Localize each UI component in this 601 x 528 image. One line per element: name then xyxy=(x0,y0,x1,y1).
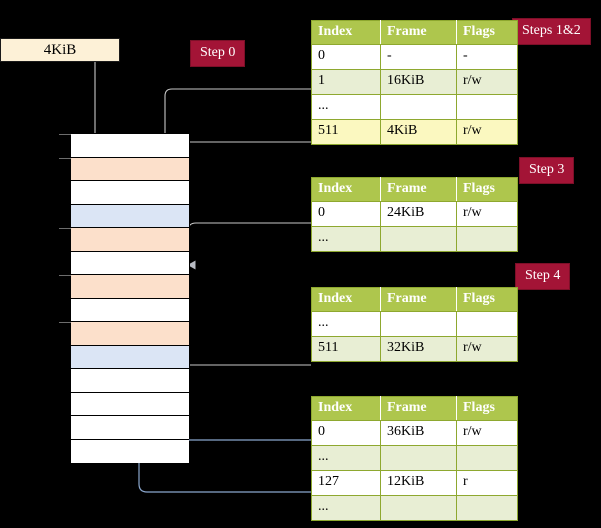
physical-memory-column xyxy=(59,133,190,463)
cell-frame: 36KiB xyxy=(380,420,457,446)
table-row[interactable]: ... xyxy=(311,445,518,471)
cell-flags: r/w xyxy=(456,201,518,227)
cell-index: 127 xyxy=(311,470,381,496)
cell-flags: r xyxy=(456,470,518,496)
source-frame-label: 4KiB xyxy=(43,41,77,58)
cell-flags: r/w xyxy=(456,119,518,145)
cell-index: ... xyxy=(311,445,381,471)
cell-flags xyxy=(456,226,518,252)
cell-flags: r/w xyxy=(456,420,518,446)
column-header-frame: Frame xyxy=(380,177,457,202)
column-header-frame: Frame xyxy=(380,396,457,421)
wire-t0-row511 xyxy=(177,141,311,247)
memory-frame-row[interactable] xyxy=(71,345,189,369)
cell-index: 511 xyxy=(311,119,381,145)
cell-frame xyxy=(380,495,457,521)
column-header-frame: Frame xyxy=(380,20,457,45)
cell-frame xyxy=(380,445,457,471)
column-header-flags: Flags xyxy=(456,396,518,421)
cell-frame xyxy=(380,94,457,120)
memory-frame-row[interactable] xyxy=(59,322,189,346)
memory-row-tick xyxy=(59,228,71,229)
cell-index: 1 xyxy=(311,69,381,95)
cell-frame xyxy=(380,311,457,337)
column-header-index: Index xyxy=(311,20,381,45)
column-header-flags: Flags xyxy=(456,177,518,202)
cell-flags: r/w xyxy=(456,336,518,362)
column-header-index: Index xyxy=(311,396,381,421)
table-row[interactable]: ... xyxy=(311,94,518,120)
badge-step-0[interactable]: Step 0 xyxy=(190,40,246,67)
memory-frame-row[interactable] xyxy=(71,298,189,322)
cell-index: ... xyxy=(311,311,381,337)
memory-frame-row[interactable] xyxy=(71,439,189,463)
cell-index: ... xyxy=(311,226,381,252)
memory-row-tick xyxy=(59,322,71,323)
column-header-index: Index xyxy=(311,177,381,202)
badge-step-4[interactable]: Step 4 xyxy=(515,263,571,290)
memory-frame-row[interactable] xyxy=(59,275,189,299)
cell-index: 0 xyxy=(311,44,381,70)
table-row[interactable]: 0-- xyxy=(311,44,518,70)
cell-frame: 12KiB xyxy=(380,470,457,496)
table-row[interactable]: ... xyxy=(311,495,518,521)
memory-row-tick xyxy=(59,134,71,135)
cell-flags xyxy=(456,311,518,337)
badge-steps-1-2-label: Steps 1&2 xyxy=(522,23,581,38)
cell-frame: - xyxy=(380,44,457,70)
column-header-index: Index xyxy=(311,287,381,312)
cell-frame: 16KiB xyxy=(380,69,457,95)
memory-frame-row[interactable] xyxy=(71,369,189,393)
cell-frame: 4KiB xyxy=(380,119,457,145)
badge-step-3-label: Step 3 xyxy=(529,162,565,177)
cell-index: ... xyxy=(311,94,381,120)
memory-frame-row[interactable] xyxy=(71,392,189,416)
cell-frame xyxy=(380,226,457,252)
memory-frame-row[interactable] xyxy=(59,228,189,252)
table-row[interactable]: ... xyxy=(311,226,518,252)
table-row[interactable]: ... xyxy=(311,311,518,337)
cell-flags: r/w xyxy=(456,69,518,95)
badge-step-3[interactable]: Step 3 xyxy=(519,157,575,184)
badge-step-4-label: Step 4 xyxy=(525,268,561,283)
cell-frame: 32KiB xyxy=(380,336,457,362)
memory-frame-row[interactable] xyxy=(71,204,189,228)
badge-step-0-label: Step 0 xyxy=(200,45,236,60)
cell-flags: - xyxy=(456,44,518,70)
wire-t2-row511 xyxy=(177,315,311,366)
column-header-flags: Flags xyxy=(456,20,518,45)
cell-flags xyxy=(456,495,518,521)
cell-index: 0 xyxy=(311,201,381,227)
badge-steps-1-2[interactable]: Steps 1&2 xyxy=(512,18,591,45)
memory-frame-row[interactable] xyxy=(71,251,189,275)
cell-index: 0 xyxy=(311,420,381,446)
cell-index: ... xyxy=(311,495,381,521)
memory-row-tick xyxy=(59,275,71,276)
source-frame-box: 4KiB xyxy=(0,38,120,62)
memory-row-tick xyxy=(59,157,71,159)
memory-frame-row[interactable] xyxy=(71,181,189,205)
column-header-frame: Frame xyxy=(380,287,457,312)
cell-frame: 24KiB xyxy=(380,201,457,227)
memory-frame-row[interactable] xyxy=(59,134,189,158)
cell-flags xyxy=(456,445,518,471)
column-header-flags: Flags xyxy=(456,287,518,312)
memory-frame-row[interactable] xyxy=(59,157,189,181)
cell-index: 511 xyxy=(311,336,381,362)
wire-t1-row0 xyxy=(187,222,311,270)
memory-frame-row[interactable] xyxy=(71,416,189,440)
cell-flags xyxy=(456,94,518,120)
